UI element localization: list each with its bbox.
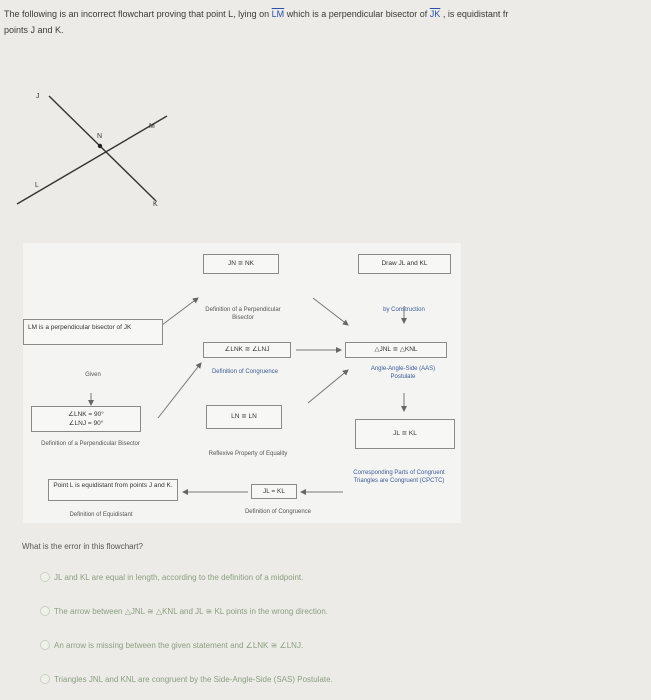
question-prompt: What is the error in this flowchart? — [22, 542, 143, 551]
answer-option-4[interactable]: Triangles JNL and KNL are congruent by t… — [40, 672, 540, 686]
radio-button[interactable] — [40, 674, 50, 684]
label-def-congruence-2: Definition of Congruence — [244, 509, 312, 515]
label-def-perp-bisector-2: Definition of a Perpendicular Bisector — [41, 441, 140, 447]
box-triangles-congruent: △JNL ≅ △KNL — [345, 342, 447, 358]
point-n — [97, 143, 103, 149]
label-n: N — [97, 133, 102, 140]
line-jk — [48, 95, 157, 202]
segment-lm: LM — [271, 9, 285, 19]
label-m: M — [149, 123, 155, 130]
box-jl-eq-kl: JL = KL — [251, 484, 297, 499]
arrow-lnln-to-tri — [307, 369, 349, 404]
label-given: Given — [85, 372, 101, 378]
box-jn-nk: JN ≅ NK — [203, 254, 279, 274]
answer-option-2[interactable]: The arrow between △JNL ≅ △KNL and JL ≅ K… — [40, 604, 540, 618]
box-ln-ln: LN ≅ LN — [206, 405, 282, 429]
label-l: L — [35, 182, 39, 189]
box-angles-90: ∠LNK = 90° ∠LNJ = 90° — [31, 406, 141, 432]
label-def-perp-bisector-1: Definition of a Perpendicular Bisector — [205, 307, 281, 321]
label-def-congruence-1: Definition of Congruence — [211, 369, 279, 375]
flowchart-arrows — [88, 297, 407, 495]
question-text: The following is an incorrect flowchart … — [4, 9, 509, 35]
arrow-jnnk-to-tri — [312, 297, 349, 326]
box-angles-congruent: ∠LNK ≅ ∠LNJ — [203, 342, 291, 358]
geometry-figure: J N M L K — [16, 93, 168, 208]
label-def-equidistant: Definition of Equidistant — [69, 512, 133, 518]
label-cpctc: Corresponding Parts of Congruent Triangl… — [353, 470, 445, 484]
box-given-statement: LM is a perpendicular bisector of JK — [23, 319, 163, 345]
box-equidistant-statement: Point L is equidistant from points J and… — [48, 479, 178, 501]
answer-option-1[interactable]: JL and KL are equal in length, according… — [40, 570, 540, 584]
line-lm — [16, 115, 168, 205]
label-reflexive: Reflexive Property of Equality — [208, 451, 288, 457]
answer-option-3[interactable]: An arrow is missing between the given st… — [40, 638, 540, 652]
arrow-def-to-angles — [157, 362, 202, 419]
flowchart: JN ≅ NK Draw JL and KL Definition of a P… — [23, 243, 461, 523]
label-j: J — [36, 93, 40, 100]
radio-button[interactable] — [40, 640, 50, 650]
box-draw-jl-kl: Draw JL and KL — [358, 254, 451, 274]
radio-button[interactable] — [40, 606, 50, 616]
box-jl-kl: JL ≅ KL — [355, 419, 455, 449]
label-aas: Angle-Angle-Side (AAS) Postulate — [370, 366, 436, 380]
radio-button[interactable] — [40, 572, 50, 582]
arrow-given-to-def — [157, 297, 199, 329]
label-by-construction: by Construction — [383, 307, 425, 313]
segment-jk: JK — [429, 9, 441, 19]
label-k: K — [153, 201, 158, 208]
